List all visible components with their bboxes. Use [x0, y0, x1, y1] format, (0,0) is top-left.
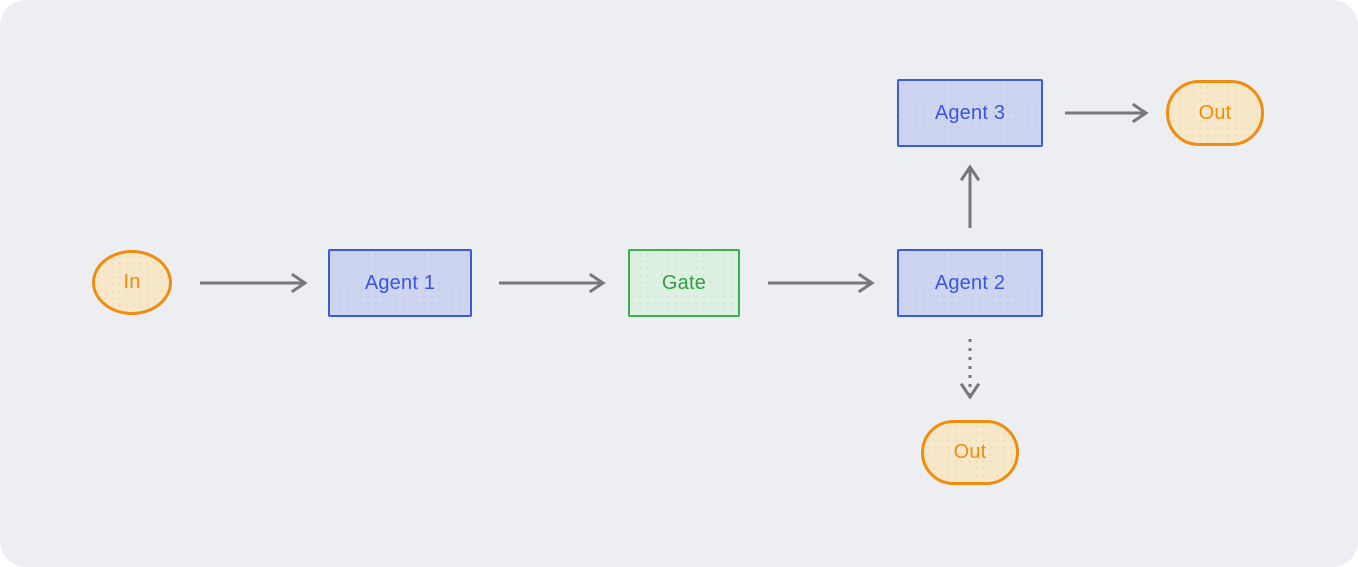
node-out-bottom: Out: [921, 420, 1019, 485]
node-gate: Gate: [628, 249, 740, 317]
node-agent-1: Agent 1: [328, 249, 472, 317]
node-in: In: [92, 250, 172, 315]
node-agent-3-label: Agent 3: [934, 101, 1006, 124]
node-out-bottom-label: Out: [953, 441, 987, 463]
node-gate-label: Gate: [661, 271, 707, 294]
node-in-label: In: [123, 271, 141, 293]
node-agent-2: Agent 2: [897, 249, 1043, 317]
node-agent-1-label: Agent 1: [364, 271, 436, 294]
node-out-top-label: Out: [1198, 101, 1232, 124]
node-agent-3: Agent 3: [897, 79, 1043, 147]
node-agent-2-label: Agent 2: [934, 271, 1006, 294]
node-out-top: Out: [1166, 80, 1264, 146]
